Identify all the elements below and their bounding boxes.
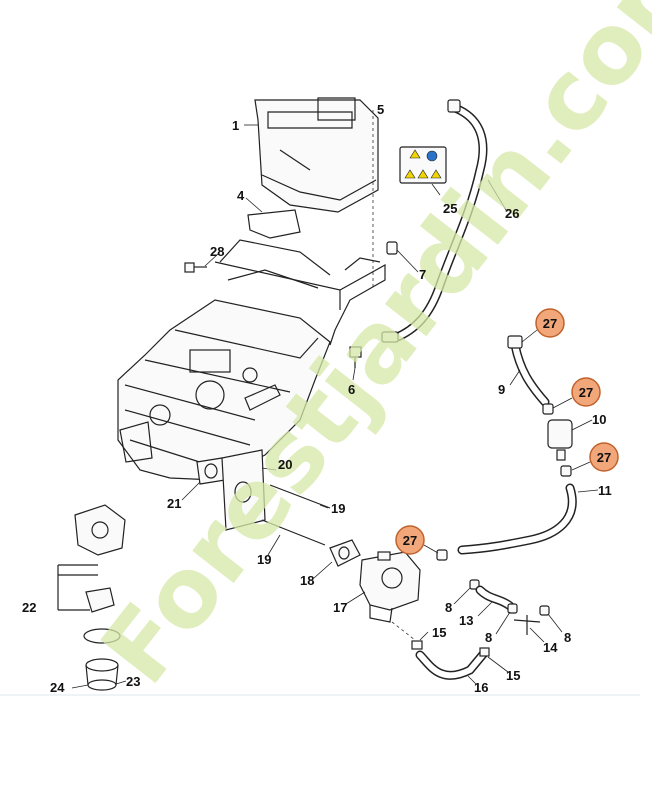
callout-28: 28 bbox=[210, 244, 224, 259]
fuel-line bbox=[436, 335, 577, 561]
callout-13: 13 bbox=[459, 613, 473, 628]
callout-18: 18 bbox=[300, 573, 314, 588]
callout-17: 17 bbox=[333, 600, 347, 615]
bolt-6 bbox=[349, 346, 362, 368]
callout-27-d: 27 bbox=[403, 533, 417, 548]
clip-7 bbox=[386, 241, 398, 255]
spacer-plate bbox=[221, 449, 266, 531]
callout-15-b: 15 bbox=[506, 668, 520, 683]
highlighted-callouts: 27 27 27 27 bbox=[395, 308, 619, 555]
callout-14: 14 bbox=[543, 640, 558, 655]
callout-19-a: 19 bbox=[331, 501, 345, 516]
tank-bracket bbox=[214, 209, 386, 346]
callouts: 1 4 5 6 7 8 8 8 9 10 11 13 14 15 15 16 1… bbox=[22, 102, 612, 695]
drain-hose bbox=[391, 621, 490, 680]
carburetor bbox=[359, 551, 421, 623]
callout-21: 21 bbox=[167, 496, 181, 511]
carb-gasket bbox=[329, 539, 361, 567]
fittings bbox=[469, 579, 550, 635]
callout-6: 6 bbox=[348, 382, 355, 397]
callout-16: 16 bbox=[474, 680, 488, 695]
leader-lines bbox=[71, 124, 599, 689]
callout-27-a: 27 bbox=[543, 316, 557, 331]
breather-hose bbox=[381, 99, 488, 343]
bolt-28 bbox=[184, 262, 207, 273]
callout-19-b: 19 bbox=[257, 552, 271, 567]
highlight-circle bbox=[535, 308, 565, 338]
callout-15-a: 15 bbox=[432, 625, 446, 640]
callout-1: 1 bbox=[232, 118, 239, 133]
callout-23: 23 bbox=[126, 674, 140, 689]
callout-27-c: 27 bbox=[597, 450, 611, 465]
callout-8-c: 8 bbox=[564, 630, 571, 645]
callout-27-b: 27 bbox=[579, 385, 593, 400]
highlight-circle bbox=[571, 377, 601, 407]
callout-9: 9 bbox=[498, 382, 505, 397]
callout-25: 25 bbox=[443, 201, 457, 216]
callout-5: 5 bbox=[377, 102, 384, 117]
highlight-circle bbox=[395, 525, 425, 555]
callout-22: 22 bbox=[22, 600, 36, 615]
callout-7: 7 bbox=[419, 267, 426, 282]
callout-10: 10 bbox=[592, 412, 606, 427]
highlight-circle bbox=[589, 442, 619, 472]
fuel-tank bbox=[254, 97, 379, 213]
studs bbox=[261, 484, 331, 546]
callout-24: 24 bbox=[50, 680, 65, 695]
warning-label bbox=[399, 146, 447, 184]
callout-26: 26 bbox=[505, 206, 519, 221]
callout-11: 11 bbox=[598, 483, 612, 498]
callout-8-a: 8 bbox=[445, 600, 452, 615]
callout-20: 20 bbox=[278, 457, 292, 472]
carb-assembly-left bbox=[57, 504, 126, 691]
callout-8-b: 8 bbox=[485, 630, 492, 645]
callout-4: 4 bbox=[237, 188, 245, 203]
